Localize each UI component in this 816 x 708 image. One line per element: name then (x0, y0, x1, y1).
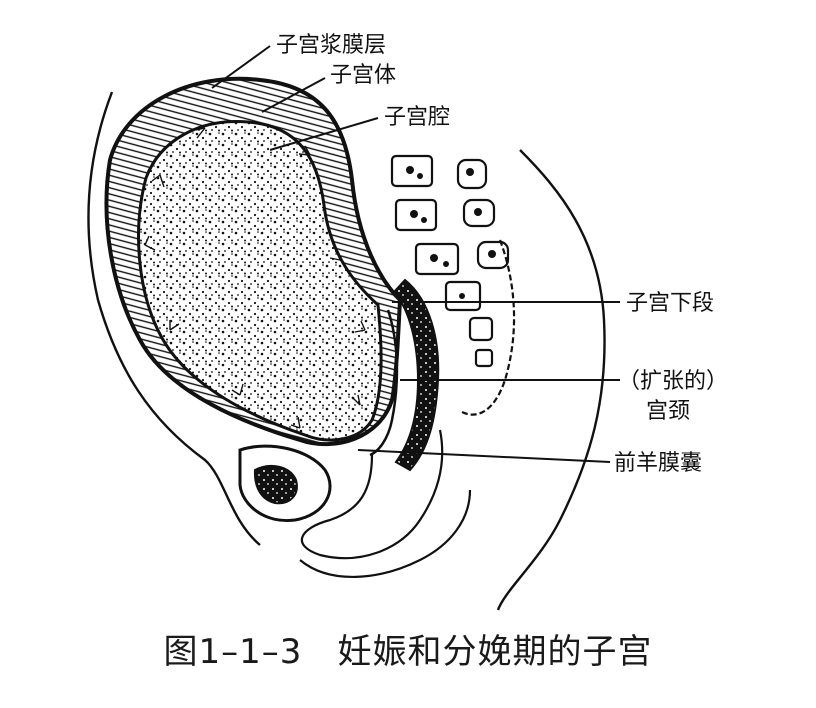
leader-lines (211, 45, 620, 463)
cervix-inner (369, 309, 399, 457)
perineum (299, 489, 472, 578)
sacrum (461, 239, 516, 416)
uterine-cavity (137, 120, 383, 442)
vertebrae (390, 154, 510, 368)
figure-caption: 图1–1–3 妊娠和分娩期的子宫 (163, 632, 653, 672)
wall-arrows (144, 127, 366, 429)
label-amniotic-sac: 前羊膜囊 (614, 451, 702, 476)
vagina-outline (300, 429, 444, 560)
label-lower-segment: 子宫下段 (626, 291, 714, 316)
label-serosa: 子宫浆膜层 (276, 33, 386, 58)
body-outline-back (87, 91, 261, 546)
lower-segment (392, 278, 440, 472)
label-cavity: 子宫腔 (384, 105, 450, 130)
body-outline-front (496, 149, 606, 611)
label-corpus: 子宫体 (330, 63, 396, 88)
pubic-bone (253, 464, 298, 505)
vertebra-texture (406, 166, 496, 299)
label-cervix-line1: （扩张的） (618, 369, 728, 394)
label-cervix-line2: 宫颈 (646, 399, 690, 424)
